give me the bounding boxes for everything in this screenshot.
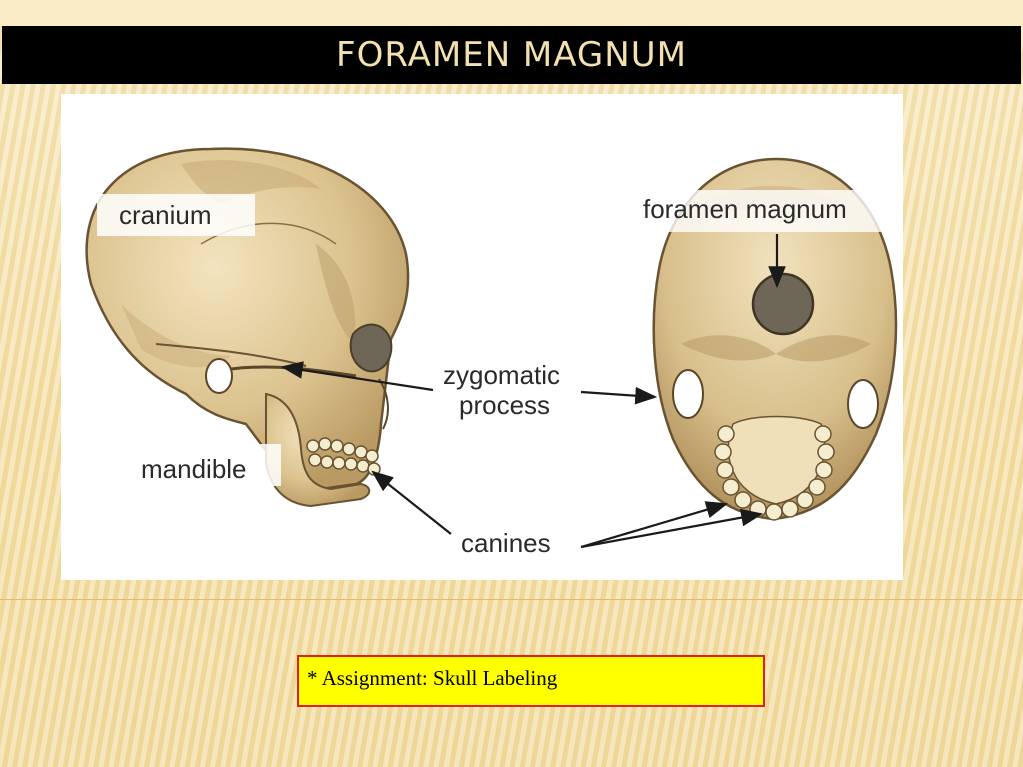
- inferior-teeth: [714, 425, 835, 521]
- assignment-text: * Assignment: Skull Labeling: [307, 666, 558, 690]
- arrow-canines-right-b: [580, 508, 764, 549]
- label-mandible-group: mandible: [131, 444, 281, 486]
- arrow-zygomatic-left: [280, 361, 434, 392]
- title-bar: Foramen Magnum: [2, 26, 1021, 84]
- label-mandible: mandible: [141, 454, 247, 484]
- arrow-canines-right-a: [580, 501, 729, 549]
- arrow-zygomatic-right: [580, 386, 658, 405]
- slide-title: Foramen Magnum: [336, 35, 687, 75]
- label-canines: canines: [461, 528, 551, 558]
- divider-line: [0, 599, 1023, 600]
- label-process: process: [459, 390, 550, 420]
- skull-diagram: cranium foramen magnum zygomatic process…: [61, 94, 903, 580]
- top-strip: [0, 0, 1023, 26]
- assignment-box: * Assignment: Skull Labeling: [297, 655, 765, 707]
- label-cranium: cranium: [119, 200, 211, 230]
- pointer-arrows: [280, 234, 786, 549]
- lateral-teeth: [306, 437, 381, 476]
- inferior-skull: [652, 157, 898, 521]
- arrow-canines-left: [371, 470, 452, 535]
- label-zygomatic: zygomatic: [443, 360, 560, 390]
- label-foramen-magnum-group: foramen magnum: [635, 190, 893, 232]
- label-foramen-magnum: foramen magnum: [643, 194, 847, 224]
- label-cranium-group: cranium: [97, 194, 255, 236]
